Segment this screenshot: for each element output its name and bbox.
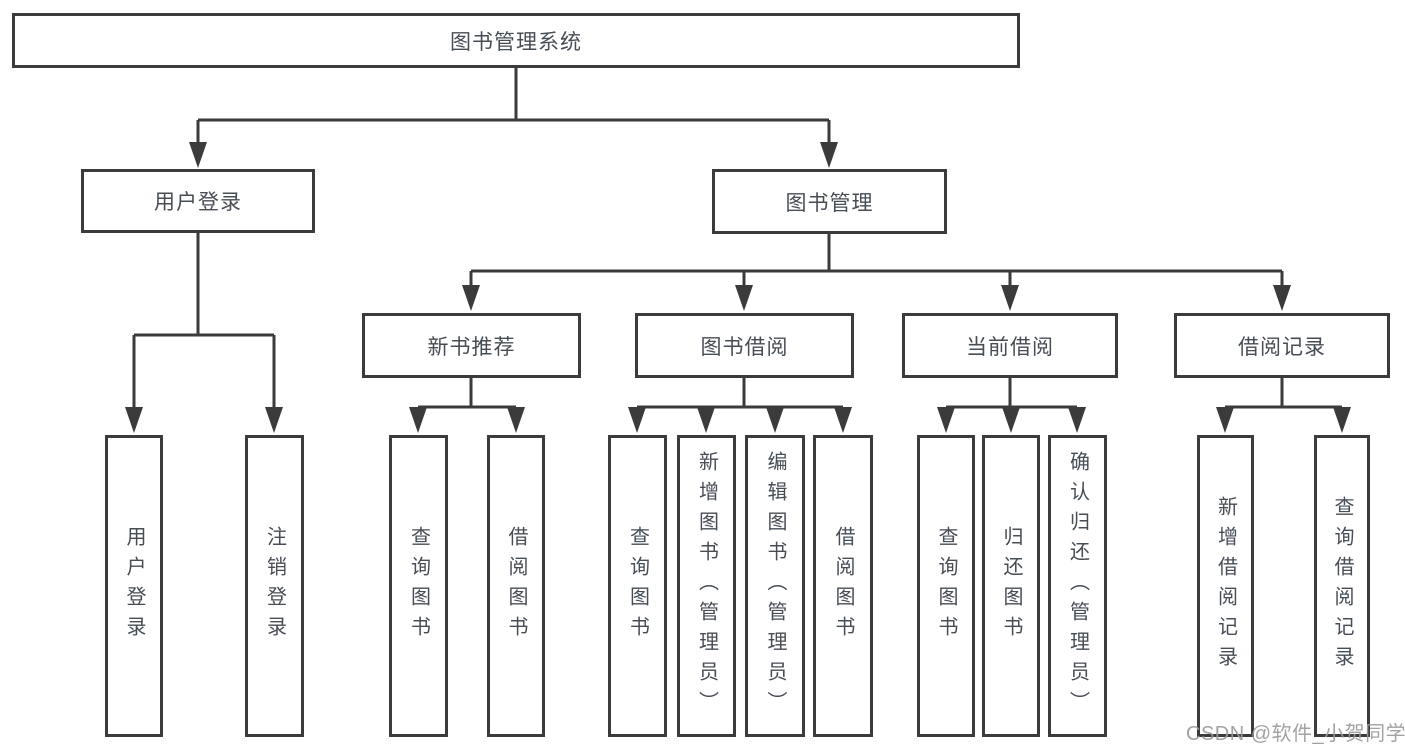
node-leaf-return-book: 归还图书 — [982, 435, 1040, 737]
node-leaf-borrow-book-1-label: 借阅图书 — [505, 526, 527, 646]
node-leaf-user-login: 用户登录 — [105, 435, 163, 737]
connector-borrow-record-to-leaves — [1225, 378, 1342, 409]
node-current-borrow: 当前借阅 — [902, 313, 1118, 378]
csdn-watermark: CSDN @软件_小贺同学 — [1186, 723, 1405, 745]
node-leaf-query-book-3: 查询图书 — [917, 435, 975, 737]
node-borrow-record-label: 借阅记录 — [1238, 335, 1326, 359]
node-book-borrow-label: 图书借阅 — [700, 335, 789, 359]
node-leaf-borrow-book-1: 借阅图书 — [487, 435, 545, 737]
arrowhead-leaf-add-record — [1216, 407, 1234, 433]
arrowhead-borrow-record — [1273, 285, 1291, 311]
node-leaf-query-book-2: 查询图书 — [608, 435, 667, 737]
node-user-login-label: 用户登录 — [154, 191, 242, 214]
node-leaf-add-book: 新增图书（管理员） — [677, 435, 736, 737]
node-leaf-add-book-label: 新增图书（管理员） — [695, 451, 718, 721]
node-leaf-borrow-book-2-label: 借阅图书 — [832, 526, 854, 646]
node-leaf-query-book-2-label: 查询图书 — [626, 526, 649, 646]
arrowhead-leaf-query-book-1 — [409, 407, 427, 433]
node-book-borrow: 图书借阅 — [635, 313, 854, 378]
node-leaf-query-book-3-label: 查询图书 — [935, 526, 957, 646]
connector-book-mgmt-to-level3 — [469, 234, 1284, 286]
connector-new-book-rec-to-leaves — [418, 377, 516, 409]
arrowhead-leaf-edit-book — [766, 407, 784, 433]
node-current-borrow-label: 当前借阅 — [966, 335, 1054, 359]
arrowhead-leaf-query-book-3 — [937, 407, 955, 433]
node-leaf-confirm-return-label: 确认归还（管理员） — [1066, 451, 1089, 721]
node-leaf-confirm-return: 确认归还（管理员） — [1048, 435, 1107, 737]
node-new-book-rec: 新书推荐 — [362, 313, 581, 378]
node-leaf-query-record: 查询借阅记录 — [1314, 435, 1370, 737]
node-leaf-edit-book-label: 编辑图书（管理员） — [764, 451, 786, 721]
connector-book-borrow-to-leaves — [637, 378, 843, 409]
node-leaf-query-record-label: 查询借阅记录 — [1331, 496, 1353, 676]
arrowhead-book-mgmt — [820, 142, 838, 168]
node-leaf-add-record-label: 新增借阅记录 — [1214, 496, 1237, 676]
arrowhead-new-book-rec — [462, 285, 480, 311]
connector-root-to-level2 — [196, 68, 831, 143]
node-book-mgmt: 图书管理 — [712, 169, 947, 234]
arrowhead-leaf-confirm-return — [1068, 407, 1086, 433]
node-leaf-borrow-book-2: 借阅图书 — [813, 435, 873, 737]
connector-user-login-to-leaves — [132, 233, 276, 408]
node-new-book-rec-label: 新书推荐 — [427, 335, 516, 359]
arrowhead-leaf-borrow-book-1 — [507, 407, 525, 433]
arrowhead-leaf-query-record — [1333, 407, 1351, 433]
arrowhead-leaf-borrow-book-2 — [834, 407, 852, 433]
node-leaf-query-book-1-label: 查询图书 — [407, 526, 430, 646]
node-leaf-return-book-label: 归还图书 — [1000, 526, 1022, 646]
arrowhead-current-borrow — [1001, 285, 1019, 311]
node-leaf-query-book-1: 查询图书 — [389, 435, 448, 737]
node-leaf-user-login-label: 用户登录 — [123, 526, 145, 646]
arrowhead-user-login — [189, 142, 207, 168]
arrowhead-leaf-return-book — [1002, 407, 1020, 433]
connector-current-borrow-to-leaves — [946, 378, 1077, 409]
node-book-mgmt-label: 图书管理 — [785, 191, 874, 215]
node-leaf-logout: 注销登录 — [245, 435, 304, 737]
node-root: 图书管理系统 — [12, 13, 1020, 68]
node-leaf-logout-label: 注销登录 — [263, 526, 286, 646]
arrowhead-leaf-user-login — [125, 407, 143, 433]
arrowhead-leaf-query-book-2 — [628, 407, 646, 433]
node-root-label: 图书管理系统 — [450, 30, 582, 54]
arrowhead-leaf-logout — [265, 407, 283, 433]
node-leaf-edit-book: 编辑图书（管理员） — [745, 435, 805, 737]
arrowhead-leaf-add-book — [697, 407, 715, 433]
node-user-login: 用户登录 — [81, 169, 315, 233]
node-borrow-record: 借阅记录 — [1174, 313, 1390, 378]
arrowhead-book-borrow — [735, 285, 753, 311]
node-leaf-add-record: 新增借阅记录 — [1197, 435, 1254, 737]
